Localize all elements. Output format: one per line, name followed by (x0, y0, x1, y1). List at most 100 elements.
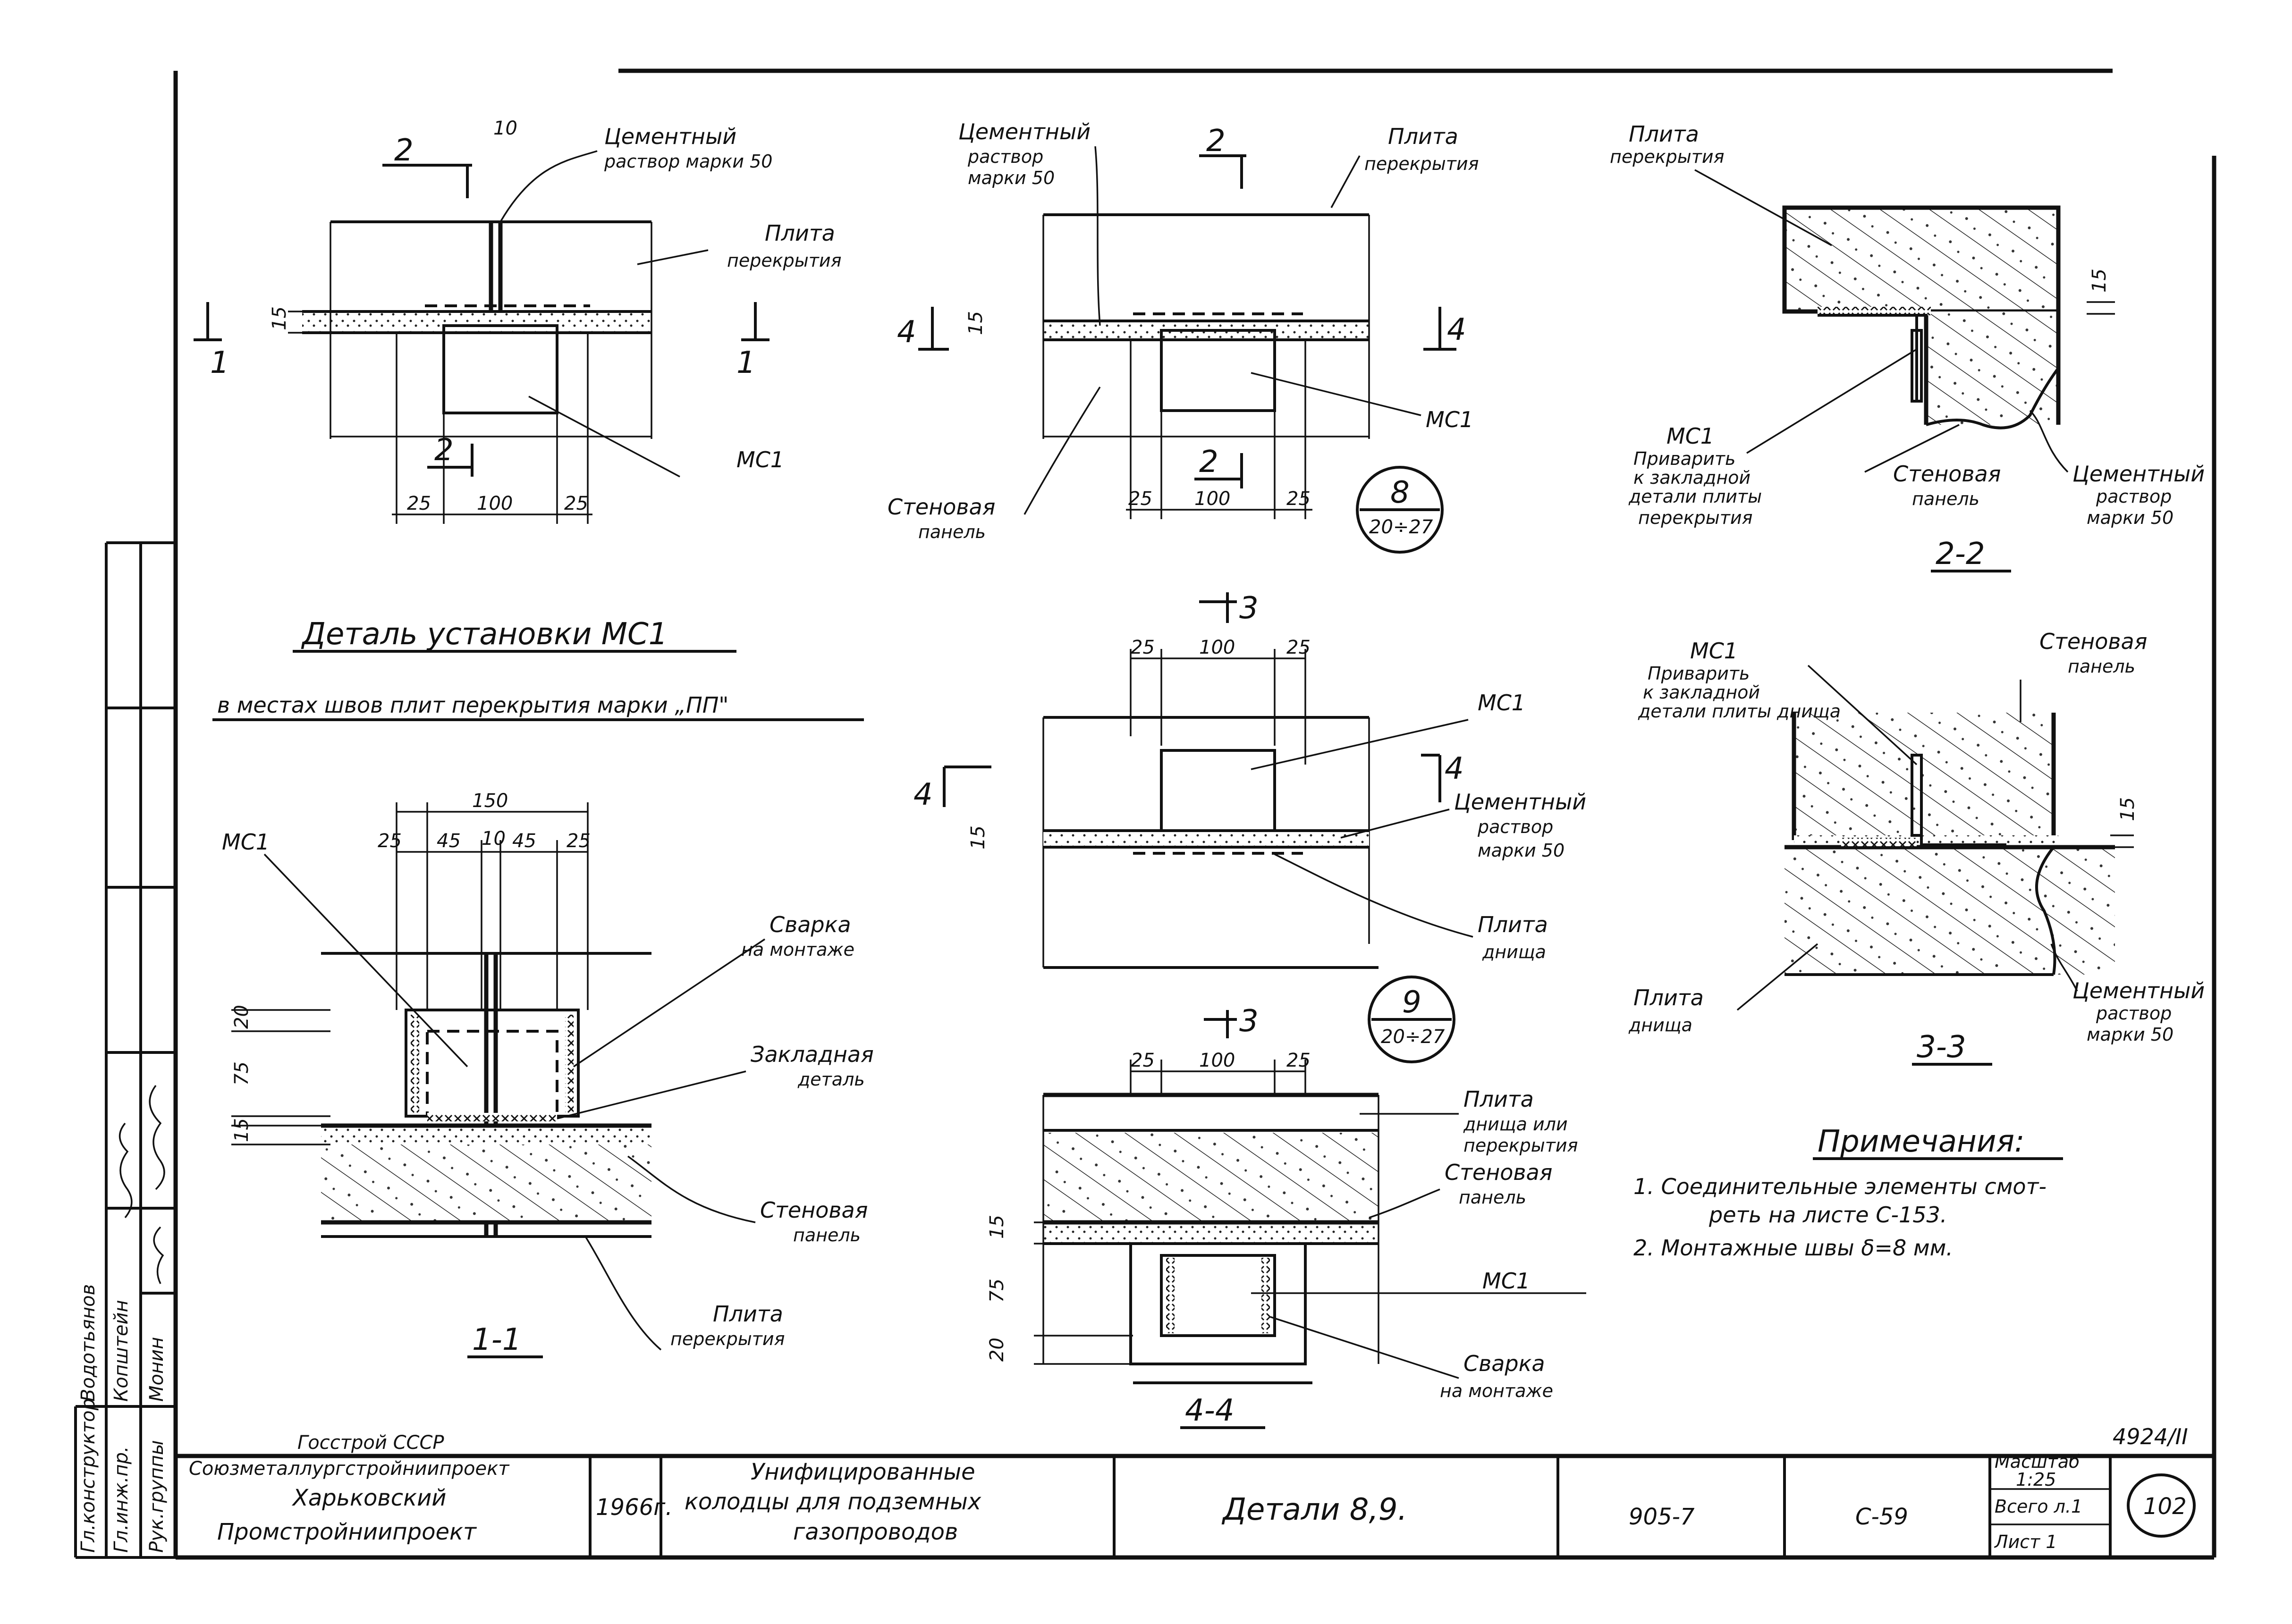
drawing-label: детали плиты днища (1638, 701, 1841, 722)
drawing-label: 10 (493, 118, 517, 139)
drawing-label: днища или (1463, 1114, 1568, 1135)
drawing-label: панель (1912, 488, 1979, 509)
section-1-1: 150 25 45 10 45 25 20 75 15 МС1 (222, 790, 874, 1358)
drawing-label: 100 (1199, 1050, 1235, 1071)
drawing-label: Сварка (770, 912, 851, 937)
drawing-label: 1 (736, 345, 756, 380)
scale-value: 1:25 (2016, 1469, 2056, 1490)
org-metallurg: Союзметаллургстройниипроект (189, 1458, 510, 1480)
drawing-label: на монтаже (741, 939, 854, 960)
drawing-label: 25 (1286, 1050, 1311, 1071)
drawing-label: марки 50 (2087, 1024, 2174, 1045)
name-chief-designer: Водотьянов (77, 1284, 99, 1402)
drawing-label: панель (2068, 656, 2135, 677)
drawing-label: Цементный (604, 124, 736, 149)
project-line2: колодцы для подземных (685, 1489, 981, 1515)
series-number: 905-7 (1629, 1504, 1695, 1530)
drawing-label: МС1 (736, 447, 784, 472)
signature-strip: Гл.конструктор Гл.инж.пр. Рук.группы Вод… (74, 541, 176, 1559)
drawing-label: 2 (394, 133, 414, 168)
drawing-label: перекрытия (1463, 1135, 1578, 1156)
drawing-label: 45 (437, 830, 461, 852)
drawing-label: Закладная (751, 1042, 874, 1067)
drawing-label: днища (1628, 1015, 1692, 1035)
signature-scribbles (118, 1085, 165, 1284)
project-line3: газопроводов (793, 1519, 958, 1545)
drawing-label: МС1 (1478, 690, 1525, 715)
drawing-label: 25 (1128, 488, 1152, 510)
drawing-label: Стеновая (760, 1197, 868, 1223)
drawing-label: 150 (472, 790, 508, 812)
drawing-label: панель (1459, 1187, 1526, 1208)
drawing-label: МС1 (1482, 1268, 1530, 1294)
notes: Примечания: 1. Соединительные элементы с… (1633, 1124, 2063, 1261)
drawing-label: перекрытия (1364, 153, 1479, 174)
sheet-number: Лист 1 (1994, 1531, 2057, 1552)
drawing-label: Плита (1388, 124, 1458, 149)
drawing-label: 4 (1447, 312, 1466, 347)
drawing-label: 15 (967, 825, 989, 850)
drawing-label: 3 (1239, 1004, 1259, 1039)
drawing-label: 100 (477, 493, 513, 514)
drawing-label: 75 (986, 1279, 1008, 1303)
drawing-label: 4 (1445, 751, 1464, 786)
org-promstroy: Промстройниипроект (217, 1519, 477, 1545)
drawing-label: 25 (564, 493, 588, 514)
drawing-label: перекрытия (1610, 146, 1725, 167)
drawing-label: Стеновая (888, 494, 995, 520)
detail-heading: Деталь установки МС1 в местах швов плит … (212, 617, 864, 721)
drawing-label: Цементный (958, 119, 1091, 144)
notes-title: Примечания: (1818, 1124, 2025, 1159)
drawing-label: 25 (407, 493, 431, 514)
drawing-label: марки 50 (1478, 840, 1565, 861)
drawing-label: 4 (897, 315, 916, 350)
drawing-label: Цементный (1454, 789, 1586, 815)
drawing-label: 15 (965, 311, 987, 335)
drawing-label: 2 (434, 433, 454, 468)
role-chief-designer: Гл.конструктор (77, 1398, 99, 1553)
section-2-2: 15 Плита перекрытия МС1 Приварить к закл… (1610, 121, 2205, 572)
note-1-line2: реть на листе С-153. (1708, 1202, 1947, 1228)
drawing-label: 1 (210, 345, 229, 380)
sheet-title: Детали 8,9. (1221, 1492, 1407, 1527)
drawing-label: Стеновая (2039, 629, 2147, 654)
drawing-label: Цементный (2072, 461, 2205, 487)
drawing-label: 100 (1199, 637, 1235, 658)
drawing-label: МС1 (1426, 407, 1473, 432)
name-chief-engineer: Копштейн (110, 1300, 132, 1402)
section-2-2-label: 2-2 (1936, 537, 1985, 572)
drawing-label: 3 (1239, 591, 1259, 626)
section-4-4: 3 25 100 25 15 75 20 Плита днища или пер… (986, 1004, 1586, 1429)
drawing-label: панель (918, 522, 986, 542)
drawing-label: 15 (986, 1215, 1008, 1239)
drawing-label: 25 (1131, 637, 1155, 658)
org-gosstroy: Госстрой СССР (297, 1432, 444, 1454)
drawing-label: 45 (512, 830, 536, 852)
drawing-label: Приварить (1633, 448, 1735, 469)
role-chief-engineer: Гл.инж.пр. (110, 1446, 132, 1553)
marker-9-ref: 20÷27 (1381, 1026, 1445, 1048)
drawing-label: марки 50 (2087, 507, 2174, 528)
heading-line2: в местах швов плит перекрытия марки „ПП" (217, 692, 728, 718)
note-2: 2. Монтажные швы δ=8 мм. (1633, 1235, 1953, 1261)
drawing-label: 15 (2117, 797, 2139, 821)
marker-8-ref: 20÷27 (1369, 516, 1433, 538)
role-group-head: Рук.группы (146, 1440, 168, 1553)
drawing-label: Плита (1463, 1086, 1534, 1112)
note-1-line1: 1. Соединительные элементы смот- (1633, 1174, 2047, 1199)
drawing-label: раствор марки 50 (604, 151, 772, 172)
drawing-label: перекрытия (670, 1329, 785, 1349)
detail-8-left-view: 25 100 25 15 10 2 2 1 1 Цементный раство… (194, 118, 842, 524)
sheet-code: С-59 (1855, 1504, 1908, 1530)
drawing-label: Стеновая (1893, 461, 2001, 487)
scale-label: Масштаб (1995, 1451, 2080, 1472)
drawing-label: раствор (1477, 816, 1553, 837)
drawing-label: раствор (2096, 486, 2172, 507)
drawing-label: 75 (231, 1061, 253, 1085)
drawing-label: Плита (1629, 121, 1699, 147)
drawing-label: 15 (2089, 269, 2110, 293)
drawing-label: 15 (269, 306, 290, 330)
drawing-label: 2 (1206, 124, 1226, 159)
drawing-label: Плита (765, 220, 835, 246)
